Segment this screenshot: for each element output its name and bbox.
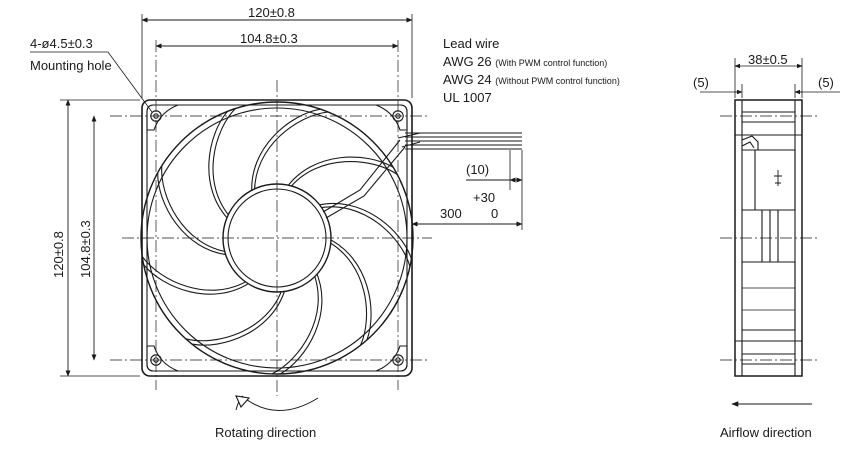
extension-lines bbox=[60, 14, 523, 377]
mounting-hole-spec: 4-ø4.5±0.3 bbox=[30, 36, 93, 51]
fan-blade-edge bbox=[326, 237, 372, 341]
fan-blade-edge bbox=[143, 264, 253, 295]
fan-blade-edge bbox=[141, 256, 250, 291]
fan-blade-edge bbox=[326, 240, 368, 346]
lead-length-dim: 300 bbox=[440, 206, 462, 221]
center-lines bbox=[110, 40, 432, 396]
fan-blade-edge bbox=[185, 287, 284, 342]
fan-blades bbox=[141, 108, 412, 374]
fan-blade-edge bbox=[251, 108, 321, 195]
fan-blade-edge bbox=[212, 108, 236, 219]
side-depth-dim: 38±0.5 bbox=[748, 52, 788, 67]
lead-wire-awg24: AWG 24 (Without PWM control function) bbox=[443, 72, 620, 89]
lead-tol-minus: 0 bbox=[491, 206, 499, 221]
fan-blade-edge bbox=[254, 111, 329, 194]
mounting-hole-label: Mounting hole bbox=[30, 58, 112, 73]
overall-width-dim: 120±0.8 bbox=[248, 5, 295, 20]
lead-wire-bundle bbox=[405, 132, 522, 150]
awg24-label: AWG 24 bbox=[443, 72, 492, 87]
awg24-note: (Without PWM control function) bbox=[495, 76, 620, 86]
dimension-lines bbox=[65, 17, 523, 377]
hole-pitch-horizontal-dim: 104.8±0.3 bbox=[240, 31, 298, 46]
side-right-offset: (5) bbox=[818, 75, 834, 90]
fan-blade-edge bbox=[288, 161, 398, 190]
lead-strip-dim: (10) bbox=[466, 162, 490, 177]
airflow-caption: Airflow direction bbox=[720, 425, 812, 440]
fan-blade-edge bbox=[161, 165, 230, 253]
rotation-arrow-icon bbox=[241, 395, 319, 411]
rotation-caption: Rotating direction bbox=[215, 425, 317, 440]
fan-blade-edge bbox=[315, 203, 412, 259]
awg26-label: AWG 26 bbox=[443, 54, 492, 69]
lead-tol-plus: +30 bbox=[473, 190, 496, 205]
fan-blade-edge bbox=[285, 156, 394, 190]
awg26-note: (With PWM control function) bbox=[495, 58, 608, 68]
fan-blade-edge bbox=[271, 272, 319, 374]
lead-wire-ul: UL 1007 bbox=[443, 90, 492, 105]
fan-blade-edge bbox=[208, 110, 231, 222]
fan-blade-edge bbox=[157, 172, 231, 256]
overall-height-dim: 120±0.8 bbox=[51, 231, 66, 278]
fan-blade-edge bbox=[279, 269, 323, 374]
side-view-dimensions bbox=[700, 58, 840, 98]
hole-pitch-vertical-dim: 104.8±0.3 bbox=[78, 220, 93, 278]
lead-channel bbox=[322, 132, 421, 219]
lead-wire-title: Lead wire bbox=[443, 36, 500, 51]
side-left-offset: (5) bbox=[693, 75, 709, 90]
mounting-hole-leader bbox=[30, 51, 153, 113]
lead-wire-awg26: AWG 26 (With PWM control function) bbox=[443, 54, 607, 71]
fan-blade-edge bbox=[191, 287, 287, 346]
